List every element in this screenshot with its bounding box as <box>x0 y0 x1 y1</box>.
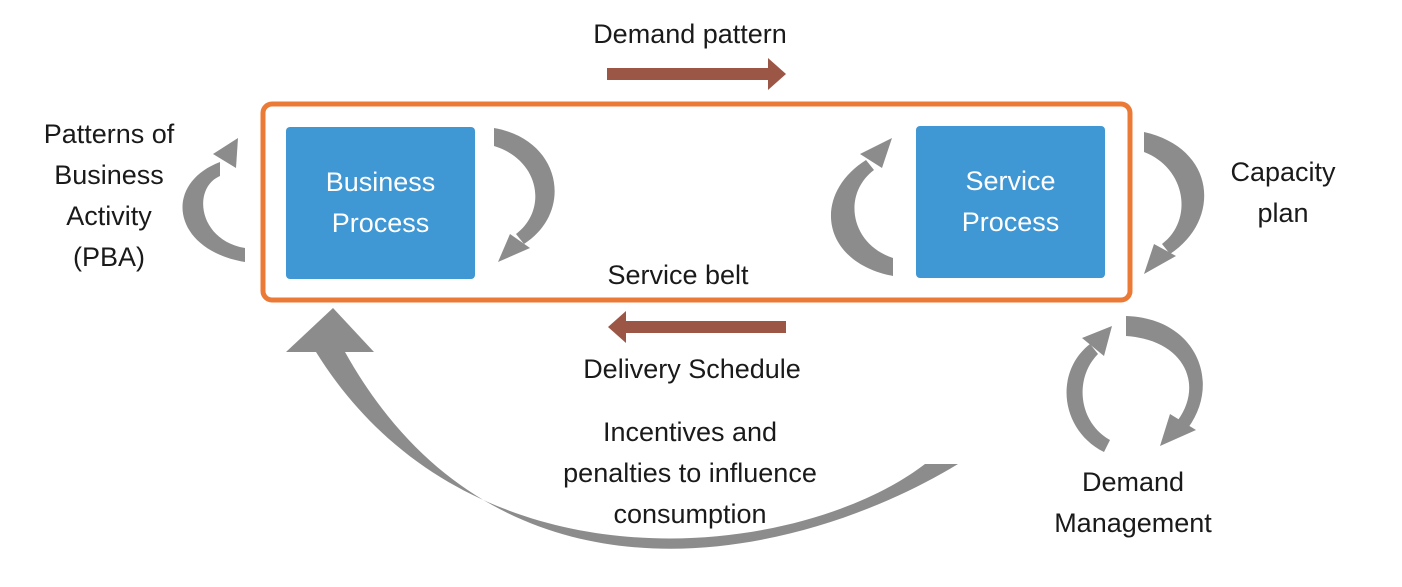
demand-management-label: Demand Management <box>1054 467 1212 538</box>
service-belt-frame <box>260 101 1133 303</box>
demand-pattern-arrow-icon <box>607 58 786 90</box>
business-process-box: Business Process <box>286 127 475 279</box>
service-process-curved-arrow-icon <box>830 138 893 276</box>
service-belt-label: Service belt <box>607 260 749 290</box>
business-process-label: Business Process <box>325 167 436 238</box>
service-process-label: Service Process <box>961 166 1060 237</box>
demand-management-cycle-icon <box>1066 316 1203 452</box>
incentives-big-arc-arrow-icon <box>286 308 958 549</box>
capacity-plan-label: Capacity plan <box>1230 157 1336 228</box>
capacity-plan-curved-arrow-icon <box>1144 132 1205 274</box>
service-process-box: Service Process <box>916 126 1105 278</box>
demand-pattern-label: Demand pattern <box>593 19 787 49</box>
delivery-schedule-label: Delivery Schedule <box>583 354 801 384</box>
pba-label: Patterns of Business Activity (PBA) <box>43 119 175 272</box>
business-process-curved-arrow-icon <box>494 128 555 262</box>
pba-curved-arrow-icon <box>182 138 245 262</box>
delivery-schedule-arrow-icon <box>608 311 786 343</box>
incentives-label: Incentives and penalties to influence co… <box>563 417 817 529</box>
